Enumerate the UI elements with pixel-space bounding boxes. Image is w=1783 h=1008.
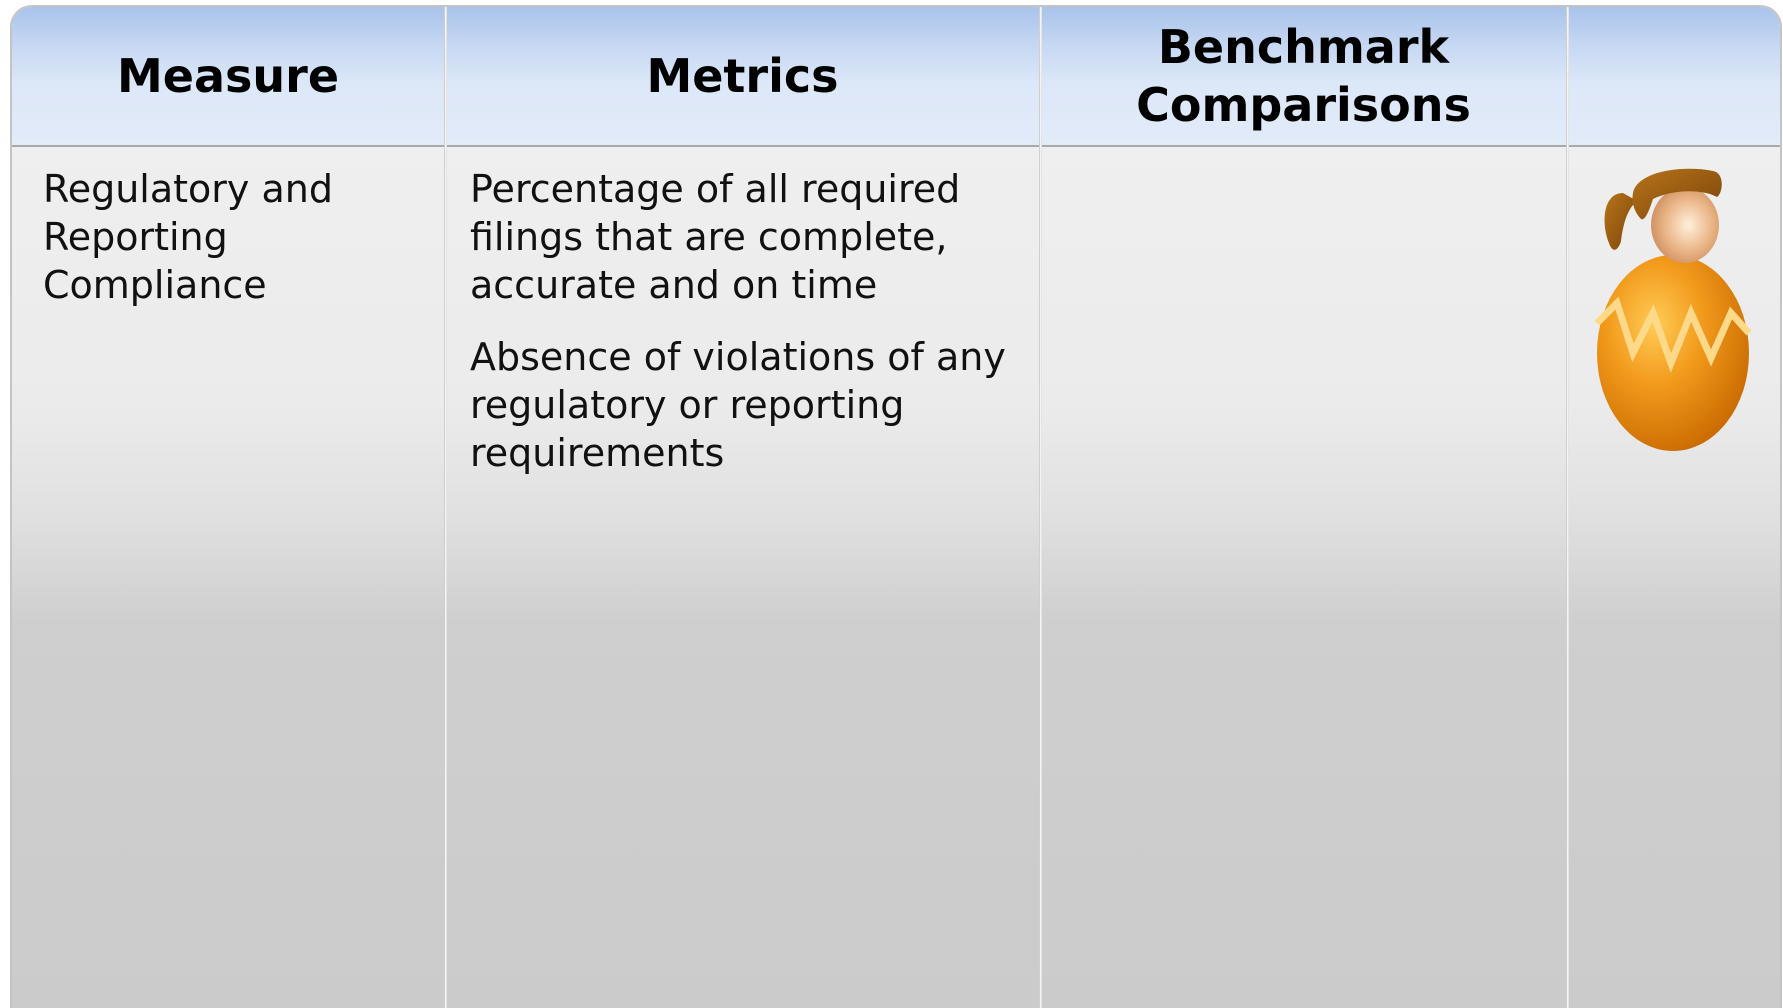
cell-measure: Regulatory and Reporting Compliance	[43, 167, 333, 307]
person-egg-clipart-icon	[1594, 168, 1752, 451]
header-benchmark-comparisons: Benchmark Comparisons	[1136, 20, 1471, 132]
header-extra	[1568, 7, 1780, 145]
table-header-row: Measure Metrics Benchmark Comparisons	[12, 7, 1780, 147]
column-divider	[444, 7, 447, 1008]
cell-metric-1: Percentage of all required filings that …	[470, 167, 961, 307]
column-divider	[1039, 7, 1042, 1008]
cell-metric-2: Absence of violations of any regulatory …	[470, 335, 1006, 475]
table-row: Regulatory and Reporting Compliance Perc…	[12, 147, 1780, 1008]
metrics-table: Measure Metrics Benchmark Comparisons Re…	[10, 5, 1782, 1008]
header-measure: Measure	[116, 49, 340, 103]
column-divider	[1566, 7, 1569, 1008]
header-metrics: Metrics	[646, 49, 839, 103]
